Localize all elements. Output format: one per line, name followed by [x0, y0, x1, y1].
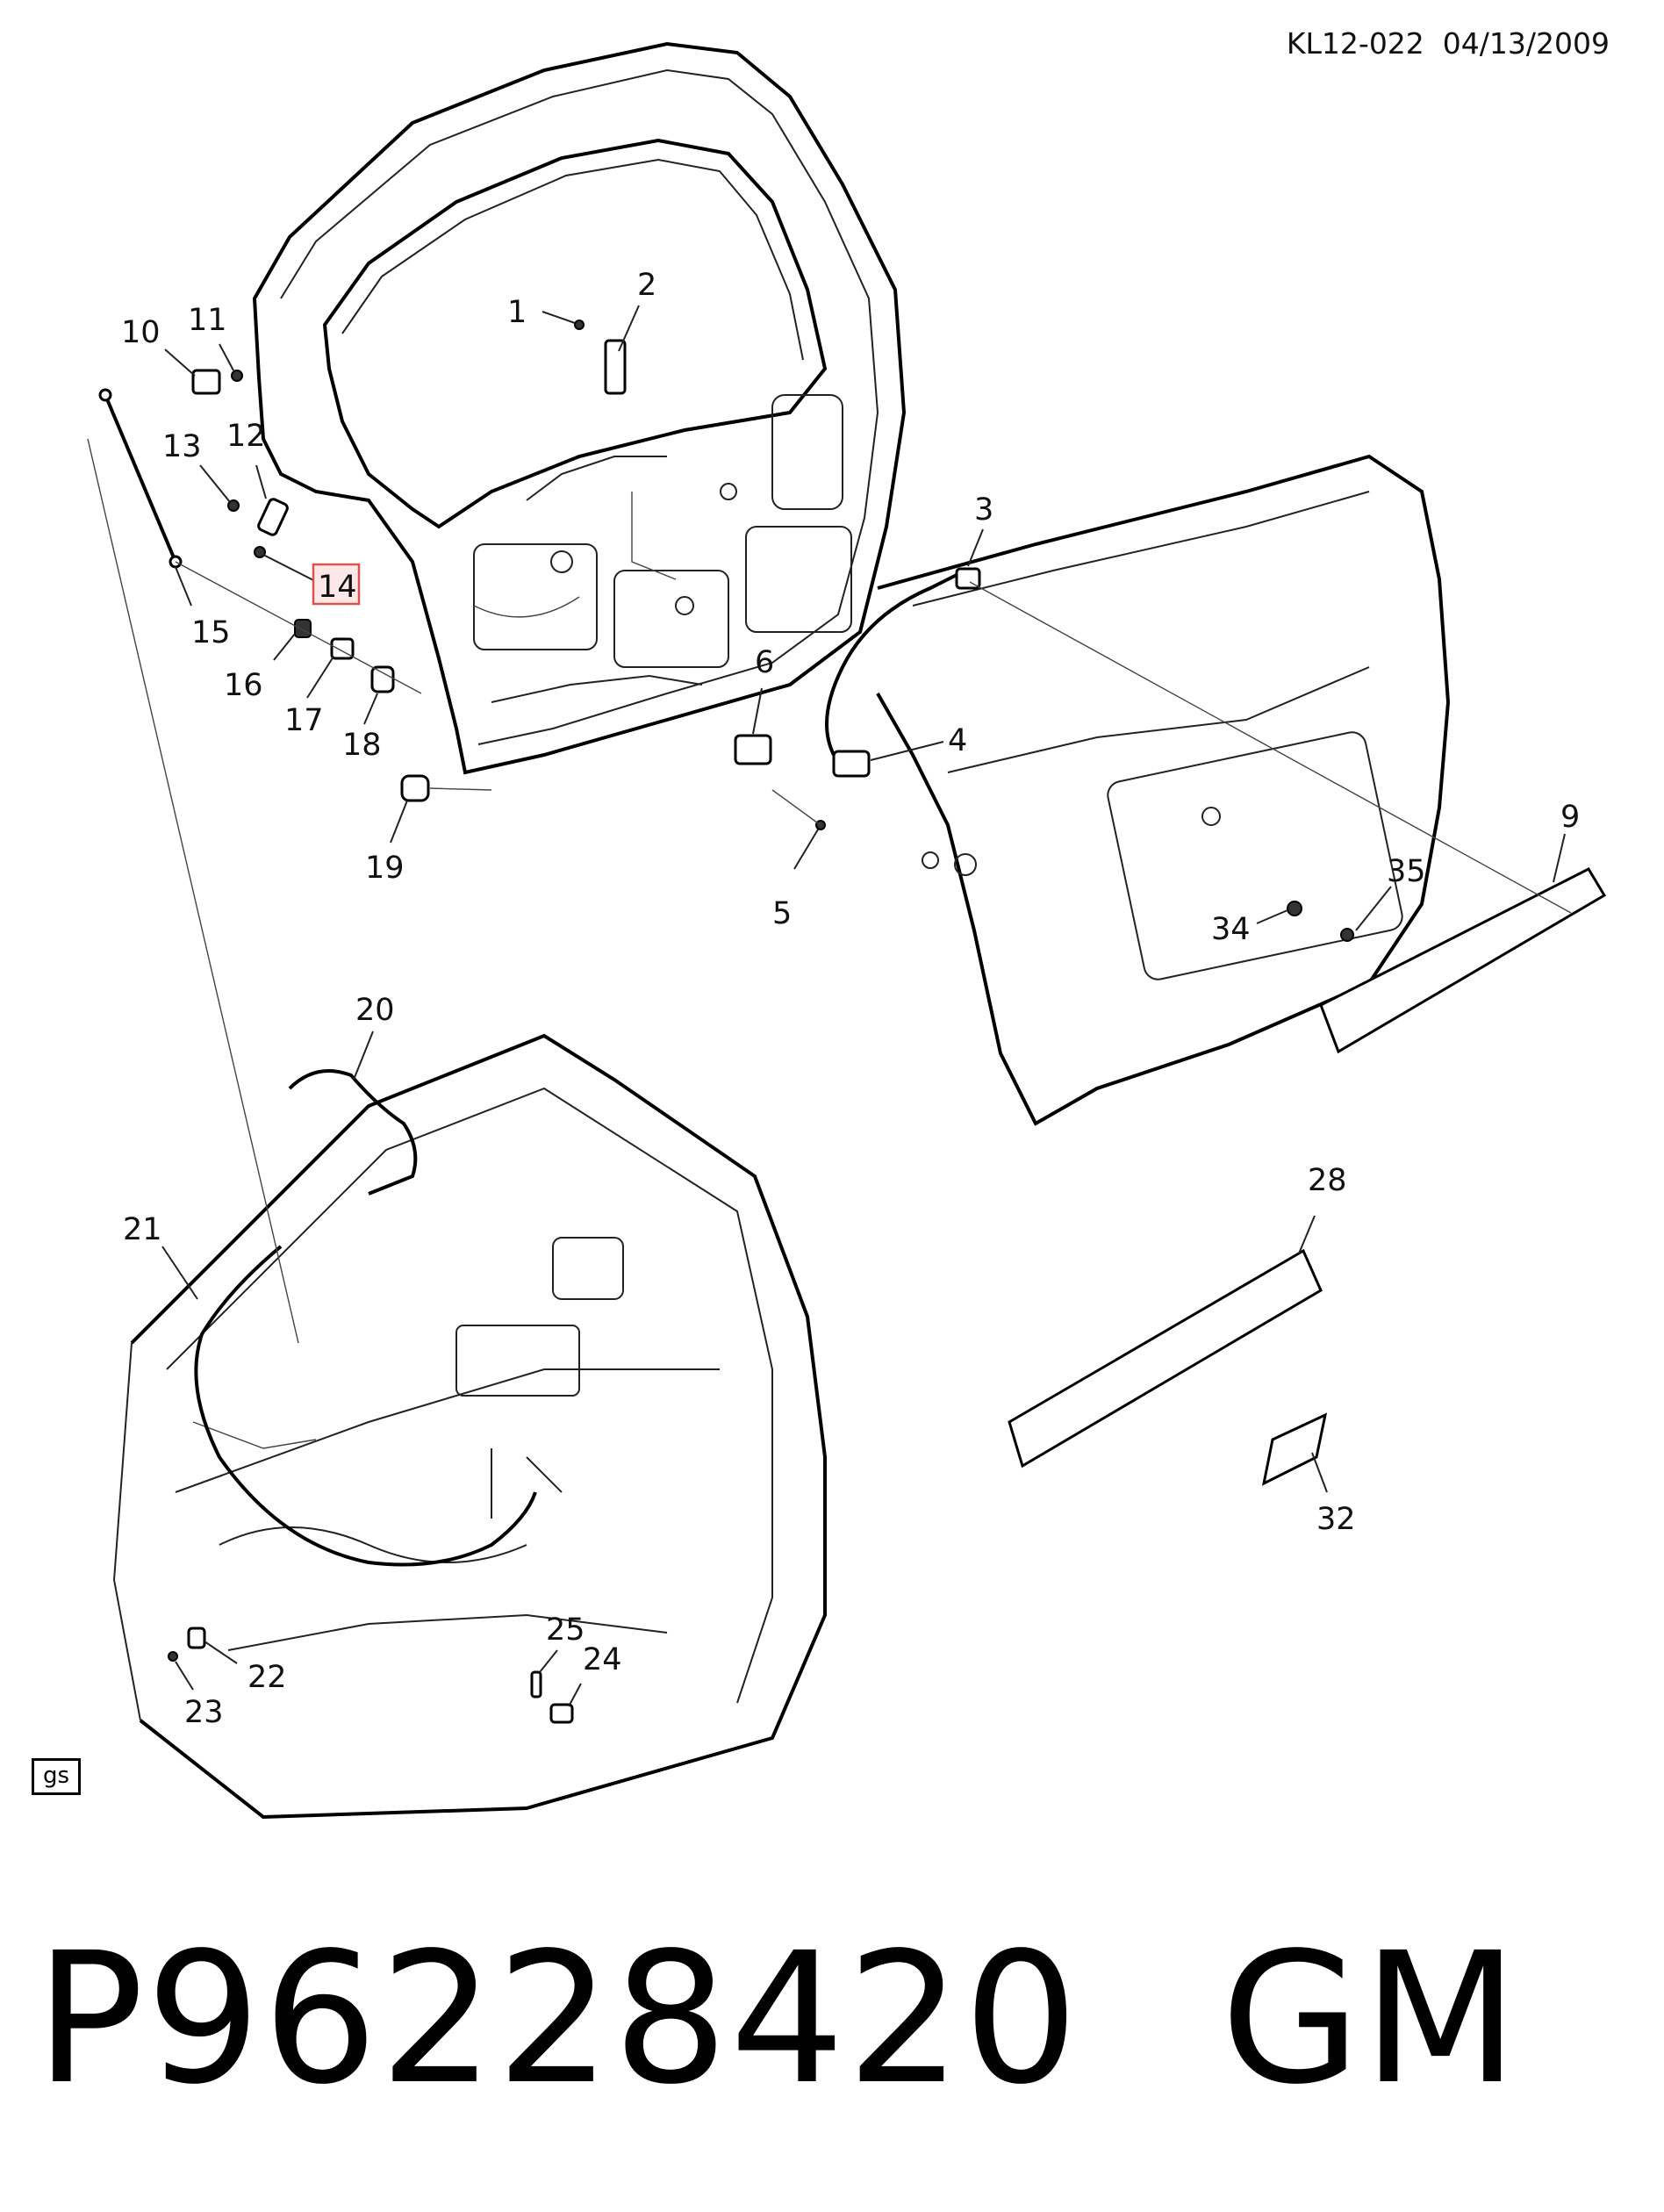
- part-molding-28: [1008, 1248, 1323, 1469]
- part-switch-3: [955, 567, 981, 590]
- callout-13: 13: [162, 429, 202, 464]
- callout-3: 3: [974, 492, 993, 528]
- callout-12: 12: [226, 419, 266, 454]
- rear-body-drawing: [876, 454, 1451, 1126]
- part-clip-22: [187, 1627, 206, 1649]
- drawing-code: KL12-022: [1286, 26, 1424, 61]
- liftgate-drawing: [252, 41, 907, 775]
- callout-32: 32: [1316, 1502, 1356, 1537]
- callout-11: 11: [188, 303, 227, 338]
- part-gas-strut: [98, 388, 183, 569]
- callout-6: 6: [755, 645, 774, 680]
- part-nut-13: [227, 499, 240, 512]
- drawing-date: 04/13/2009: [1442, 26, 1610, 61]
- callout-34: 34: [1211, 912, 1251, 947]
- part-nut-34: [1287, 901, 1302, 916]
- callout-4: 4: [948, 723, 967, 758]
- part-bolt-23: [168, 1651, 178, 1662]
- callout-17: 17: [284, 703, 324, 738]
- part-bracket-2: [604, 339, 627, 395]
- part-bracket-10: [191, 369, 221, 395]
- callout-28: 28: [1308, 1163, 1347, 1198]
- part-fastener-14: [254, 546, 266, 558]
- part-actuator-6: [734, 734, 772, 765]
- callout-16: 16: [224, 668, 263, 703]
- brand-label: GM: [1220, 1914, 1521, 2124]
- callout-9: 9: [1560, 800, 1580, 835]
- callout-21: 21: [123, 1212, 162, 1247]
- part-bolt-11: [231, 370, 243, 382]
- part-clip-24: [549, 1703, 574, 1724]
- callout-14-highlight: [312, 563, 361, 606]
- part-screw-35: [1340, 928, 1354, 942]
- callout-14: 14: [318, 570, 357, 605]
- part-latch-4: [832, 750, 871, 778]
- part-applique-9: [1319, 867, 1607, 1054]
- callout-35: 35: [1387, 854, 1426, 889]
- part-bumper-18: [370, 665, 395, 693]
- callout-19: 19: [365, 851, 405, 886]
- callout-22: 22: [247, 1660, 287, 1695]
- part-bracket-12: [257, 498, 289, 536]
- callout-5: 5: [772, 896, 792, 931]
- gs-tag: gs: [32, 1758, 81, 1795]
- part-cable: [825, 573, 958, 756]
- part-bumper-16: [294, 619, 312, 638]
- callout-18: 18: [342, 728, 382, 763]
- callout-2: 2: [637, 268, 656, 303]
- part-emblem-32: [1261, 1412, 1328, 1486]
- part-number-footer: P96228420 GM: [35, 1914, 1520, 2124]
- drawing-code-header: KL12-022 04/13/2009: [1287, 26, 1610, 61]
- callout-1: 1: [507, 295, 527, 330]
- leader-lines: [87, 305, 1572, 1707]
- part-bolt-1: [574, 320, 585, 330]
- part-number: P96228420: [35, 1914, 1080, 2124]
- cargo-area-drawing: [112, 1033, 827, 1820]
- callout-labels: 1 2 3 4 5 6 9 10 11 12 13 14 15 16 17 18…: [121, 268, 1580, 1730]
- callout-20: 20: [355, 993, 395, 1028]
- part-bumper-19: [400, 774, 430, 802]
- callout-10: 10: [121, 315, 161, 350]
- callout-25: 25: [546, 1612, 585, 1648]
- part-clip-25: [530, 1670, 542, 1698]
- callout-15: 15: [191, 615, 231, 650]
- callout-24: 24: [583, 1642, 622, 1677]
- callout-23: 23: [184, 1695, 224, 1730]
